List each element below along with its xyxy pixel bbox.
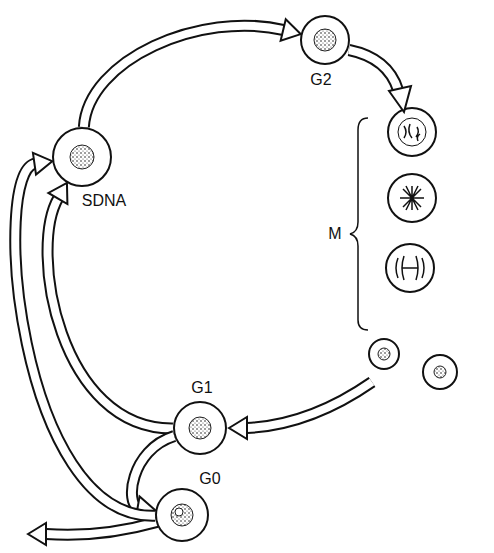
arrow-outline [84, 26, 284, 127]
nucleus [171, 504, 193, 526]
phase-label: G2 [308, 71, 333, 89]
cycle-arrow [84, 19, 301, 127]
arrow-outline [15, 164, 155, 516]
nucleus [70, 145, 94, 169]
arrow-fill [84, 26, 284, 127]
cell-circle: SDNA [52, 127, 112, 187]
phase-bracket [350, 118, 368, 330]
phase-label: G1 [189, 379, 214, 397]
arrow-fill [15, 164, 155, 516]
cycle-arrow [132, 436, 174, 518]
arrow-fill [132, 436, 174, 507]
phase-label: G0 [197, 470, 222, 488]
phase-arrow [229, 382, 372, 439]
nucleolus [175, 508, 183, 516]
nucleus [189, 417, 211, 439]
cell-circle: G2 [300, 15, 350, 65]
arrow-outline [48, 198, 173, 429]
nucleus [378, 348, 390, 360]
nucleus [314, 29, 336, 51]
arrow-fill [48, 198, 173, 429]
mitosis-cells [369, 108, 457, 389]
cycle-arrow [15, 153, 155, 516]
phase-label: SDNA [80, 192, 128, 210]
chromosomes [396, 118, 426, 280]
arrow-head [48, 183, 67, 204]
exit-arrow [28, 522, 157, 545]
cell-circle: G1 [173, 401, 227, 455]
cycle-arrow [48, 183, 173, 428]
arrow-outline [132, 436, 174, 507]
arrow-head [33, 153, 52, 175]
arrow-head [281, 19, 301, 40]
nucleus [434, 366, 446, 378]
phase-arrow [349, 50, 411, 112]
cell-circle: G0 [155, 488, 209, 542]
phase-label: M [326, 225, 343, 243]
